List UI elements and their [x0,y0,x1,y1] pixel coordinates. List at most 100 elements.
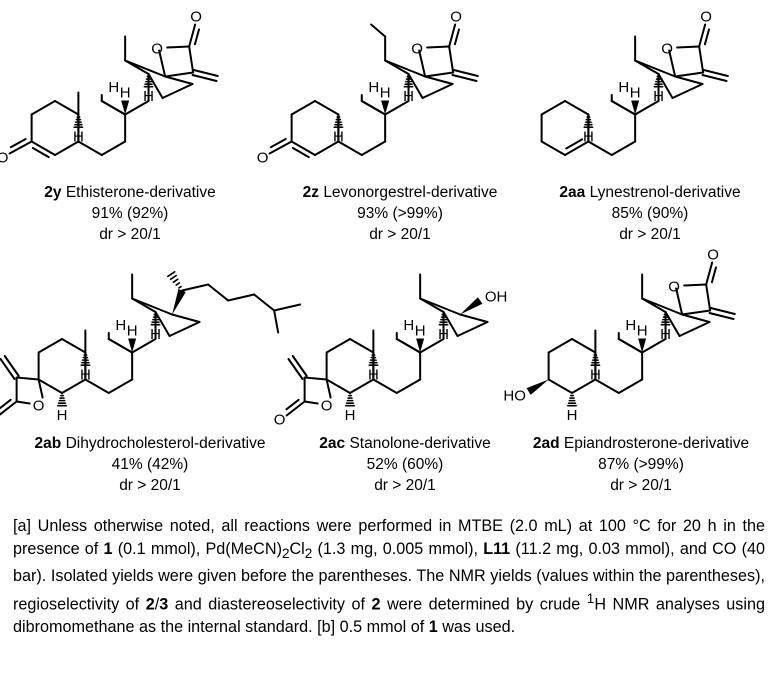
bond [3,355,20,378]
bond [191,74,218,83]
bond [681,313,711,323]
caption-2ac: 2ac Stanolone-derivative 52% (60%) dr > … [300,433,510,496]
bond [668,49,677,78]
atom-label: O [700,9,712,26]
bond [193,28,201,46]
bond [84,378,110,394]
atom-label: HO [503,388,526,405]
bond [664,311,681,337]
bond [547,338,573,354]
bond [37,338,63,354]
atom-label: H [403,88,414,105]
compound-name: Dihydrocholesterol-derivative [65,435,266,452]
bond [61,378,87,394]
bond [0,357,16,380]
bond [671,83,704,99]
bond [674,75,704,85]
bond [273,309,280,334]
caption-2z: 2z Levonorgestrel-derivative 93% (>99%) … [270,182,530,245]
bond [54,100,80,116]
bond [314,140,340,156]
compound-label: 2ad [532,435,560,452]
bond [459,313,489,323]
compound-ref: 2 [145,595,155,614]
atom-label: O [661,41,673,58]
bond [168,321,201,337]
bond [448,23,457,48]
atom-label: H [618,79,629,96]
bond [291,355,308,378]
atom-label: O [33,398,45,415]
bond [325,378,351,394]
bond [634,59,677,78]
bond [325,338,351,354]
footnote-text: were determined by crude [380,595,587,614]
bond [701,74,728,83]
bond [418,49,427,78]
bond [0,400,18,416]
compound-ref: 3 [159,595,169,614]
atom-label: O [450,9,462,26]
bond [291,146,310,159]
compound-dr: dr > 20/1 [619,226,681,243]
caption-2ab: 2ab Dihydrocholesterol-derivative 41% (4… [0,433,300,496]
atom-label: H [380,85,391,102]
bond [15,376,40,381]
bond [571,338,597,354]
compound-name: Epiandrosterone-derivative [563,435,750,452]
bond [124,100,150,116]
bond [565,138,584,150]
compound-label: 2aa [559,184,586,201]
bond [181,283,210,292]
bond [426,45,451,49]
atom-label: H [637,323,648,340]
footnote-text: and diastereoselectivity of [168,595,372,614]
bond [287,357,304,380]
bond [77,140,103,156]
compound-dr: dr > 20/1 [99,226,161,243]
bond [37,378,44,399]
hash-bond [166,271,176,278]
bond [451,74,478,83]
bond [571,378,597,394]
bond [0,398,12,410]
atom-label: H [57,407,68,424]
compound-label: 2y [44,184,62,201]
atom-label: H [653,88,664,105]
atom-label: OH [485,289,508,306]
atom-label: O [707,247,719,264]
footnote-text: Cl [289,539,305,558]
bond [290,100,316,116]
bond [285,400,306,417]
atom-label: H [590,367,601,384]
bond [164,71,195,78]
atom-label: H [625,317,636,334]
footnote-text: 0.5 mmol of [335,618,429,636]
compound-yield: 41% (42%) [111,456,189,473]
bond [314,100,340,116]
wedge-bond [381,100,390,115]
atom-label: H [583,129,594,146]
footnote-marker-a: [a] [13,517,31,535]
bond [303,400,319,405]
bond [703,28,711,46]
bond [166,45,191,49]
caption-2aa: 2aa Lynestrenol-derivative 85% (90%) dr … [530,182,770,245]
atom-label: O [151,41,163,58]
bond [407,73,424,99]
bond [154,311,171,337]
footnote-text: H NMR analyses using dibromomethane as t… [13,595,765,636]
bond [161,83,194,99]
bond [372,378,398,394]
bond [698,23,707,48]
atom-label: O [274,412,286,429]
compound-ref: 1 [103,539,113,558]
atom-label: H [368,367,379,384]
atom-label: O [0,150,8,167]
bond [61,338,87,354]
bond [710,266,718,284]
bond [674,71,705,78]
bond [617,378,644,394]
